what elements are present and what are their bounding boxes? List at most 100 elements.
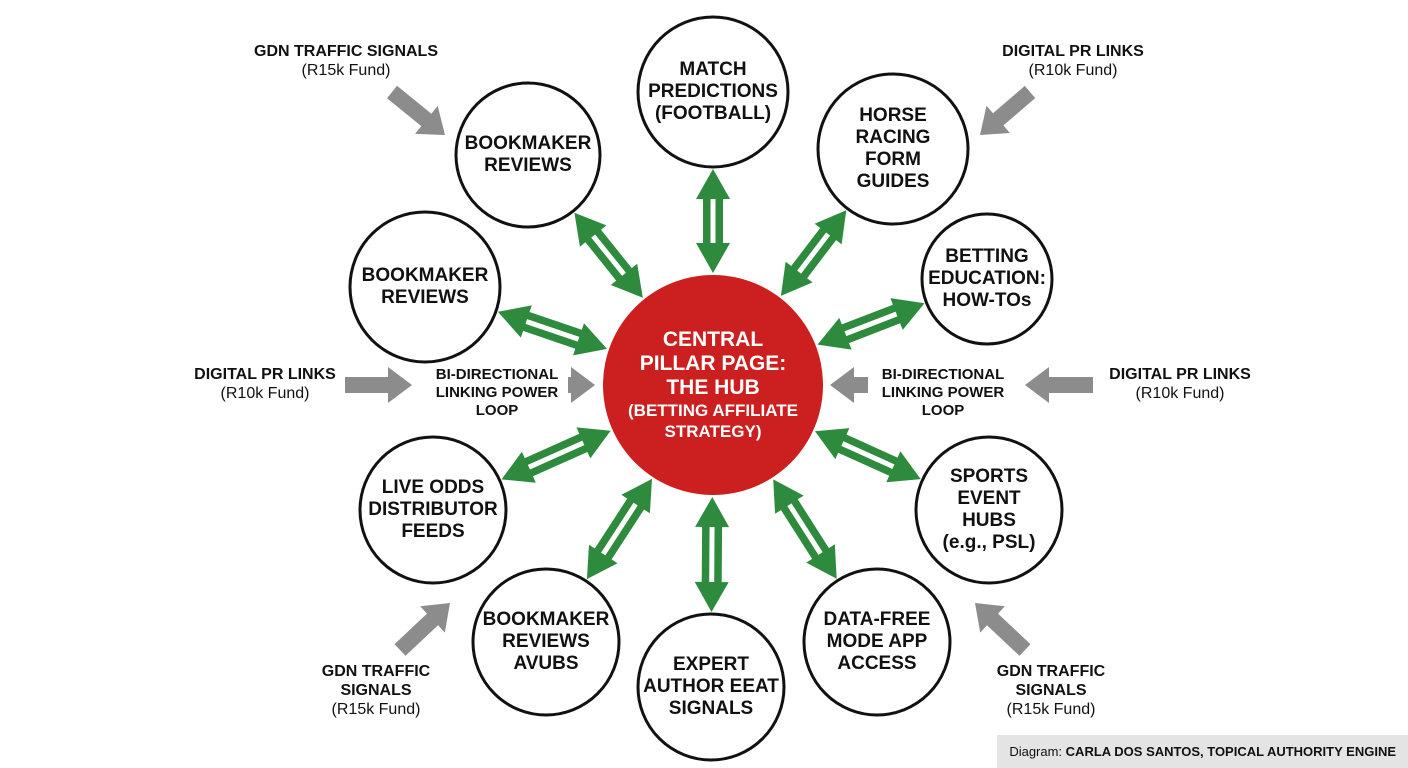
loop-label-line: LOOP [921,402,965,419]
node-label-line: PREDICTIONS [648,81,778,102]
spoke-circle-betting-education [920,212,1054,346]
node-live-odds: LIVE ODDS DISTRIBUTOR FEEDS [368,477,497,543]
hub-title-line: CENTRAL [662,328,764,351]
node-label-line: MATCH [679,59,747,80]
bidirectional-arrow-betting-education [817,298,925,350]
signal-arrow-bottom-left [394,603,450,656]
node-label-line: MODE APP [826,631,928,652]
node-match-predictions: MATCH PREDICTIONS (FOOTBALL) [648,59,778,125]
spoke-circle-expert-author [636,612,786,762]
hub-label: CENTRAL PILLAR PAGE: THE HUB (BETTING AF… [603,328,823,442]
bidirectional-arrow-data-free-mode [773,479,837,579]
credit-prefix: Diagram: [1009,744,1066,759]
hub-subtitle-line: (BETTING AFFILIATE [628,401,798,420]
node-data-free-mode: DATA-FREE MODE APP ACCESS [824,609,931,675]
node-label-line: FORM [865,149,921,170]
node-expert-author: EXPERT AUTHOR EEAT SIGNALS [643,654,779,720]
signal-title: DIGITAL PR LINKS [194,366,336,383]
signal-title: GDN TRAFFIC SIGNALS [254,43,438,60]
signal-arrow-top-right [980,85,1036,135]
signal-arrows [345,85,1093,656]
spoke-circle-data-free-mode [802,567,952,717]
spoke-circle-bookmaker-reviews-top [454,81,602,229]
signal-fund: (R10k Fund) [220,385,310,402]
signal-mid-left: DIGITAL PR LINKS (R10k Fund) [194,365,336,403]
signal-mid-right: DIGITAL PR LINKS (R10k Fund) [1109,365,1251,403]
node-label-line: SPORTS [949,466,1029,487]
signal-title: SIGNALS [340,682,412,699]
bidirectional-arrow-match-predictions [696,169,730,273]
signal-arrow-bottom-right [975,603,1031,656]
diagram-credit: Diagram: CARLA DOS SANTOS, TOPICAL AUTHO… [997,735,1408,768]
loop-label-line: LOOP [475,402,519,419]
signal-fund: (R15k Fund) [1006,701,1096,718]
node-label-line: SIGNALS [668,698,754,719]
node-label-line: BOOKMAKER [361,265,489,286]
node-bookmaker-reviews-top: BOOKMAKER REVIEWS [465,133,592,177]
signal-arrow-loop-right [830,367,868,403]
spoke-circle-bookmaker-reviews-avubs [471,567,621,717]
node-label-line: AVUBS [513,653,579,674]
loop-label-line: LINKING POWER [435,384,559,401]
node-betting-education: BETTING EDUCATION: HOW-TOs [928,246,1046,312]
node-label-line: GUIDES [856,171,930,192]
node-label-line: REVIEWS [502,631,590,652]
node-label-line: LIVE ODDS [381,477,485,498]
node-bookmaker-reviews-left: BOOKMAKER REVIEWS [362,265,489,309]
signal-arrow-mid-left [345,367,412,403]
signal-fund: (R15k Fund) [331,701,421,718]
node-sports-event-hubs: SPORTS EVENT HUBS (e.g., PSL) [943,466,1036,554]
signal-arrow-top-left [387,85,445,135]
signal-arrow-loop-left [568,367,595,403]
node-label-line: HORSE [859,105,927,126]
spoke-circle-bookmaker-reviews-left [348,210,502,364]
node-label-line: HOW-TOs [942,290,1032,311]
loop-label-line: BI-DIRECTIONAL [881,366,1005,383]
node-label-line: DISTRIBUTOR [368,499,498,520]
node-label-line: REVIEWS [484,155,572,176]
node-label-line: DATA-FREE [823,609,931,630]
spoke-circle-match-predictions [636,15,790,169]
signal-title: GDN TRAFFIC [996,663,1106,680]
signal-title: GDN TRAFFIC [321,663,431,680]
node-bookmaker-reviews-avubs: BOOKMAKER REVIEWS AVUBS [483,609,610,675]
loop-label-right: BI-DIRECTIONAL LINKING POWER LOOP [882,366,1005,420]
signal-arrow-mid-right [1025,367,1093,403]
spoke-circles [348,15,1064,762]
loop-label-line: BI-DIRECTIONAL [435,366,559,383]
node-label-line: (e.g., PSL) [942,532,1036,553]
bidirectional-arrow-bookmaker-reviews-left [497,305,607,356]
bidirectional-arrow-bookmaker-reviews-top [574,212,643,298]
bidirectional-arrow-bookmaker-reviews-avubs [586,478,652,580]
node-label-line: HUBS [962,510,1016,531]
signal-top-left: GDN TRAFFIC SIGNALS (R15k Fund) [254,42,438,80]
signal-bottom-right: GDN TRAFFIC SIGNALS (R15k Fund) [997,662,1105,719]
signal-title: DIGITAL PR LINKS [1109,366,1251,383]
node-label-line: ACCESS [837,653,917,674]
hub-title-line: THE HUB [666,376,760,399]
signal-fund: (R10k Fund) [1028,62,1118,79]
bidirectional-arrow-sports-event-hubs [815,428,921,483]
node-label-line: REVIEWS [381,287,469,308]
node-label-line: BOOKMAKER [482,609,610,630]
bidirectional-arrow-horse-racing [780,210,847,296]
bidirectional-arrow-expert-author [694,497,730,612]
node-label-line: BETTING [945,246,1029,267]
node-label-line: (FOOTBALL) [654,103,772,124]
credit-name: CARLA DOS SANTOS, TOPICAL AUTHORITY ENGI… [1065,744,1396,759]
bidirectional-arrow-live-odds [501,427,611,483]
bidirectional-arrows [497,169,925,612]
signal-title: SIGNALS [1015,682,1087,699]
loop-label-line: LINKING POWER [881,384,1005,401]
node-label-line: BOOKMAKER [464,133,592,154]
node-label-line: EXPERT [672,654,750,675]
node-label-line: RACING [855,127,931,148]
signal-fund: (R15k Fund) [301,62,391,79]
node-label-line: AUTHOR EEAT [643,676,779,697]
node-horse-racing: HORSE RACING FORM GUIDES [856,105,931,193]
signal-top-right: DIGITAL PR LINKS (R10k Fund) [1002,42,1144,80]
node-label-line: EVENT [957,488,1021,509]
signal-bottom-left: GDN TRAFFIC SIGNALS (R15k Fund) [322,662,430,719]
spoke-circle-live-odds [358,435,508,585]
